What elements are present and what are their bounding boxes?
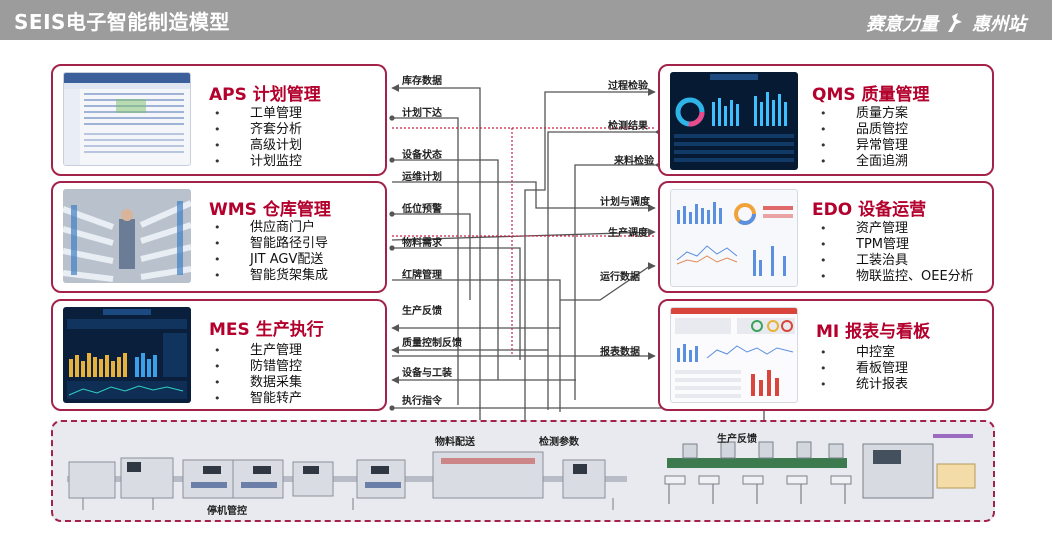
flow-label: 执行指令 <box>402 396 442 407</box>
wms-feature-list: 供应商门户 智能路径引导 JIT AGV配送 智能货架集成 <box>214 220 328 284</box>
flow-line <box>391 228 656 241</box>
edo-dashboard-image <box>676 202 793 276</box>
wms-photo <box>63 189 191 283</box>
flow-label: 过程检验 <box>608 81 648 92</box>
mes-panel: MES 生产执行 生产管理 防错管控 数据采集 智能转产 <box>51 299 387 411</box>
list-item: 物联监控、OEE分析 <box>820 269 974 285</box>
aps-feature-list: 工单管理 齐套分析 高级计划 计划监控 <box>214 106 302 170</box>
edo-panel: EDO 设备运营 资产管理 TPM管理 工装治具 物联监控、OEE分析 <box>658 181 994 293</box>
flow-label: 报表数据 <box>600 347 640 358</box>
aps-table-image <box>64 73 190 165</box>
qms-panel: QMS 质量管理 质量方案 品质管控 异常管理 全面追溯 <box>658 64 994 176</box>
flow-label: 库存数据 <box>402 76 442 87</box>
list-item: 工单管理 <box>214 106 302 122</box>
flow-label: 红牌管理 <box>402 270 442 281</box>
list-item: 质量方案 <box>820 106 908 122</box>
flow-line <box>392 279 561 412</box>
flow-label: 来料检验 <box>614 156 654 167</box>
header-bar: SEIS电子智能制造模型 赛意力量 惠州站 <box>0 0 1052 40</box>
list-item: 工装治具 <box>820 253 974 269</box>
mi-feature-list: 中控室 看板管理 统计报表 <box>820 345 908 393</box>
list-item: 高级计划 <box>214 138 302 154</box>
flow-line <box>389 245 521 360</box>
mi-panel: MI 报表与看板 中控室 看板管理 统计报表 <box>658 299 994 411</box>
brand-right-text: 惠州站 <box>972 14 1026 35</box>
flow-line <box>389 211 471 300</box>
flow-label: 检测参数 <box>539 437 579 448</box>
edo-dashboard-screenshot <box>670 189 798 287</box>
flow-line <box>389 157 499 380</box>
list-item: 供应商门户 <box>214 220 328 236</box>
list-item: 品质管控 <box>820 122 908 138</box>
flow-label: 生产反馈 <box>717 434 757 445</box>
flow-label: 运行数据 <box>600 272 640 283</box>
qms-dashboard-image <box>674 74 794 162</box>
list-item: 看板管理 <box>820 361 908 377</box>
production-line-image <box>67 434 976 510</box>
mes-dashboard-screenshot <box>63 307 191 403</box>
flow-label: 物料需求 <box>402 238 442 249</box>
flow-label: 质量控制反馈 <box>402 338 462 349</box>
list-item: JIT AGV配送 <box>214 252 328 268</box>
mes-feature-list: 生产管理 防错管控 数据采集 智能转产 <box>214 343 302 407</box>
list-item: 防错管控 <box>214 359 302 375</box>
list-item: 智能货架集成 <box>214 268 328 284</box>
aps-title: APS 计划管理 <box>209 85 321 105</box>
list-item: 生产管理 <box>214 343 302 359</box>
flow-label: 生产反馈 <box>402 306 442 317</box>
list-item: 统计报表 <box>820 377 908 393</box>
qms-feature-list: 质量方案 品质管控 异常管理 全面追溯 <box>820 106 908 170</box>
aps-panel: APS 计划管理 工单管理 齐套分析 高级计划 计划监控 <box>51 64 387 176</box>
brand-figure-icon <box>948 13 962 32</box>
edo-feature-list: 资产管理 TPM管理 工装治具 物联监控、OEE分析 <box>820 221 974 285</box>
brand-logo: 赛意力量 惠州站 <box>866 10 1026 36</box>
flow-line <box>389 115 459 405</box>
flow-label: 设备与工装 <box>402 368 452 379</box>
flow-label: 停机管控 <box>207 506 247 517</box>
wms-panel: WMS 仓库管理 供应商门户 智能路径引导 JIT AGV配送 智能货架集成 <box>51 181 387 293</box>
page-title: SEIS电子智能制造模型 <box>14 10 230 34</box>
list-item: 数据采集 <box>214 375 302 391</box>
flow-line <box>391 84 481 445</box>
list-item: TPM管理 <box>820 237 974 253</box>
flow-label: 生产调度 <box>608 228 648 239</box>
mes-dashboard-image <box>67 309 187 399</box>
factory-floor: 物料配送 检测参数 生产反馈 停机管控 <box>51 420 995 522</box>
flow-label: 检测结果 <box>608 121 648 132</box>
aps-screenshot <box>63 72 191 166</box>
list-item: 异常管理 <box>820 138 908 154</box>
flow-line <box>392 181 656 212</box>
flow-line <box>524 88 656 442</box>
qms-dashboard-screenshot <box>670 72 798 170</box>
wms-title: WMS 仓库管理 <box>209 200 331 220</box>
flow-label: 低位预警 <box>402 204 442 215</box>
mi-dashboard-image <box>671 308 797 398</box>
list-item: 资产管理 <box>820 221 974 237</box>
qms-title: QMS 质量管理 <box>812 85 930 105</box>
list-item: 中控室 <box>820 345 908 361</box>
mes-title: MES 生产执行 <box>209 320 324 340</box>
flow-label: 计划与调度 <box>600 197 650 208</box>
list-item: 全面追溯 <box>820 154 908 170</box>
edo-title: EDO 设备运营 <box>812 200 927 220</box>
warehouse-reels-image <box>63 189 191 283</box>
list-item: 智能转产 <box>214 391 302 407</box>
mi-title: MI 报表与看板 <box>816 322 931 342</box>
list-item: 智能路径引导 <box>214 236 328 252</box>
flow-label: 设备状态 <box>402 150 442 161</box>
flow-line <box>560 262 656 301</box>
mi-dashboard-screenshot <box>670 307 798 403</box>
brand-left-text: 赛意力量 <box>866 14 938 35</box>
flow-label: 运维计划 <box>402 172 442 183</box>
list-item: 齐套分析 <box>214 122 302 138</box>
flow-line <box>574 161 663 400</box>
flow-label: 计划下达 <box>402 108 442 119</box>
list-item: 计划监控 <box>214 154 302 170</box>
flow-line <box>547 128 663 410</box>
flow-label: 物料配送 <box>435 437 475 448</box>
